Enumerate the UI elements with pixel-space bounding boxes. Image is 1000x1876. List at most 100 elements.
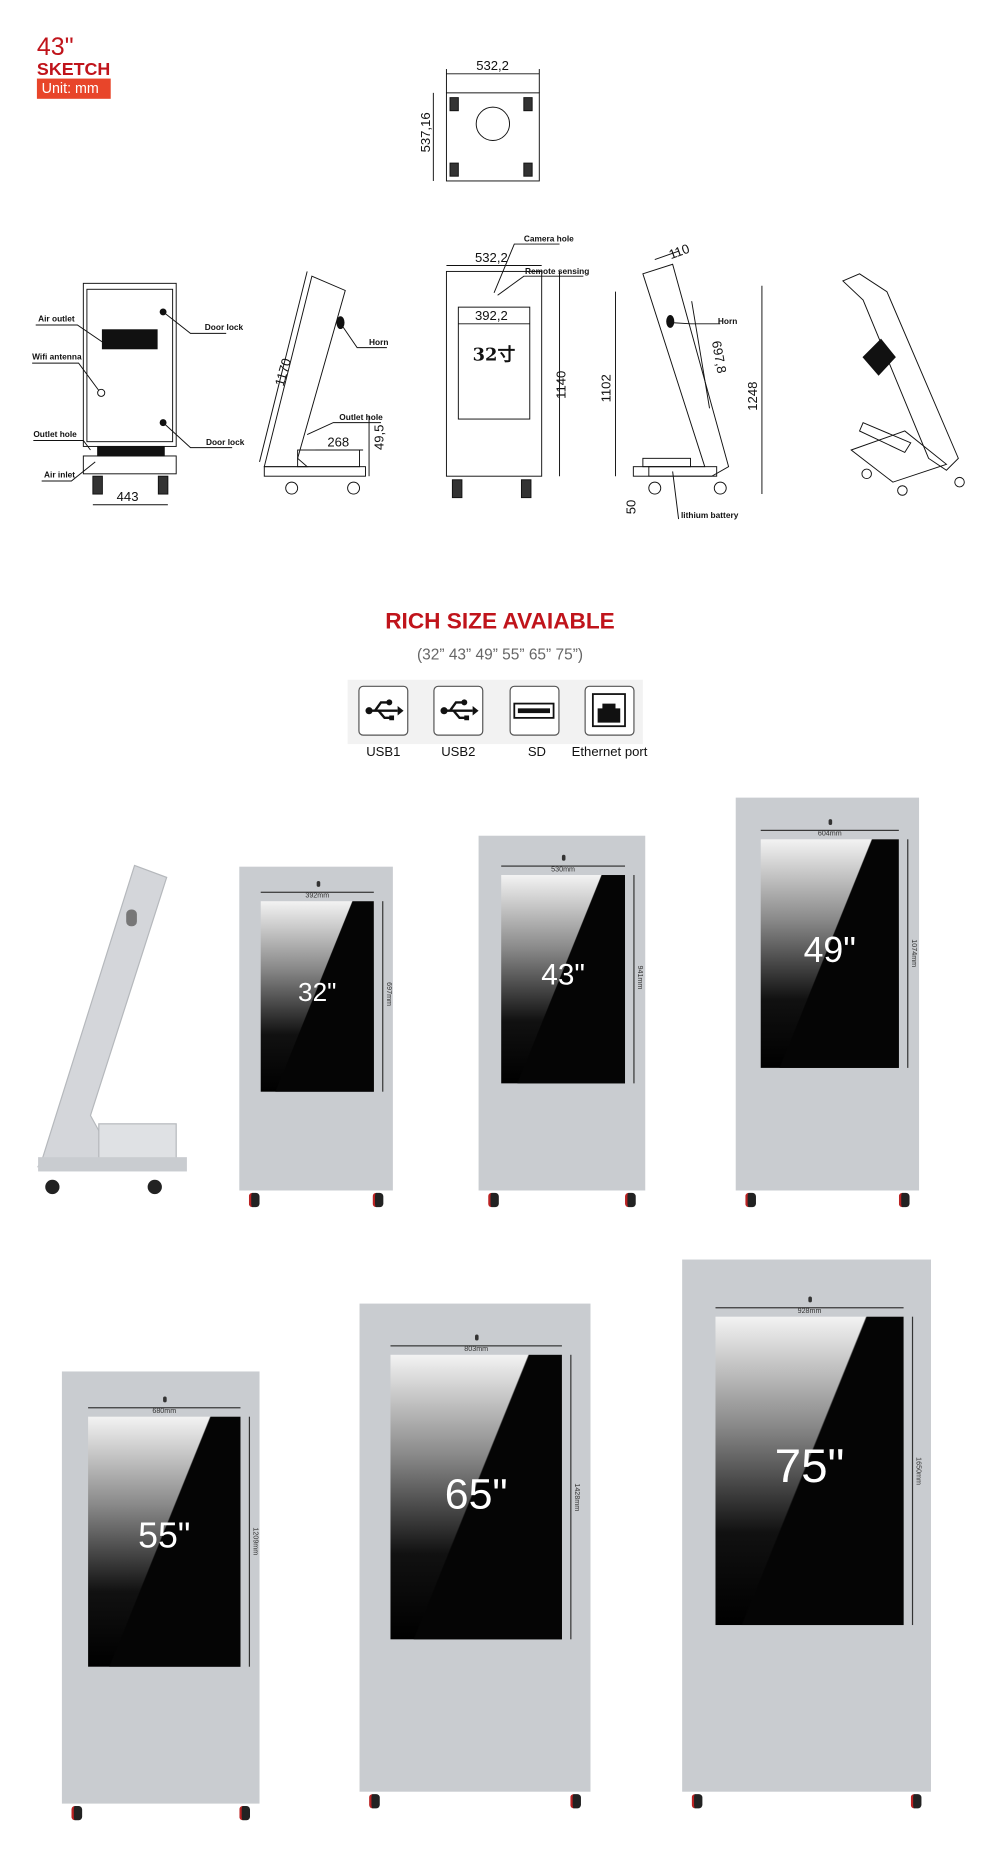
- sizes-heading: RICH SIZE AVAIABLE: [385, 609, 615, 635]
- screen: 32": [260, 901, 374, 1092]
- kiosk-4: 803mm 65" 1428mm: [359, 1303, 591, 1792]
- unit-badge: Unit: mm: [36, 78, 111, 99]
- screen-width-dim: 392,2: [475, 308, 508, 323]
- wheel-icon: [372, 1192, 384, 1208]
- side2-depth-dim: 110: [667, 241, 692, 262]
- port-label: Ethernet port: [571, 745, 648, 760]
- wheel-icon: [570, 1794, 581, 1809]
- wheel-icon: [248, 1192, 260, 1208]
- width-dimension-label: 604mm: [817, 830, 842, 839]
- kiosk-5: 928mm 75" 1650mm: [682, 1259, 931, 1792]
- port-label: USB1: [366, 745, 401, 760]
- screen-label: 32寸: [473, 344, 516, 366]
- height-dimension-label: 1209mm: [251, 1527, 259, 1556]
- top-view-drawing: 532,2 537,16: [418, 58, 540, 182]
- height-dimension-label: 1428mm: [572, 1482, 580, 1511]
- label-wifi-antenna: Wifi antenna: [32, 352, 82, 362]
- label-remote-sensing: Remote sensing: [525, 266, 589, 276]
- width-dimension-line: [88, 1407, 241, 1409]
- camera-icon: [808, 1296, 812, 1303]
- side-base-height-dim: 49,5: [371, 425, 386, 450]
- ethernet-icon: [584, 685, 635, 736]
- top-depth-dim: 537,16: [418, 112, 433, 152]
- wheel-icon: [625, 1192, 636, 1208]
- label-door-lock: Door lock: [206, 437, 245, 447]
- label-door-lock: Door lock: [205, 322, 244, 332]
- screen-size-label: 49": [803, 930, 856, 971]
- side2-height-dim: 1102: [599, 374, 614, 402]
- side-view-2-drawing: 110 697,8 1102 1248 50 Horn lithium batt…: [599, 241, 763, 520]
- height-dimension-line: [382, 901, 384, 1092]
- kiosk-0: 392mm 32" 697mm: [239, 866, 393, 1191]
- label-air-inlet: Air inlet: [44, 469, 75, 479]
- kiosk-1: 530mm 43" 941mm: [478, 835, 646, 1191]
- width-dimension-label: 530mm: [551, 866, 576, 874]
- height-dimension-line: [248, 1416, 251, 1667]
- height-dimension-label: 1074mm: [909, 939, 917, 968]
- side2-total-height-dim: 1248: [745, 382, 760, 411]
- model-size: 43": [36, 33, 74, 61]
- rear-base-dim: 443: [117, 489, 139, 504]
- front-view-drawing: 532,2 392,2 32寸 1140 Camera hole Remote …: [445, 234, 589, 499]
- height-dimension-label: 697mm: [384, 982, 392, 1006]
- screen-size-label: 43": [541, 958, 585, 992]
- label-horn: Horn: [369, 337, 388, 347]
- height-dimension-label: 941mm: [635, 964, 643, 989]
- camera-icon: [561, 854, 566, 861]
- wheel-icon: [898, 1192, 910, 1208]
- screen-size-label: 75": [774, 1440, 845, 1493]
- camera-icon: [316, 880, 320, 887]
- kiosk-2: 604mm 49" 1074mm: [735, 797, 920, 1191]
- wheel-icon: [691, 1794, 703, 1809]
- camera-icon: [475, 1334, 479, 1341]
- side-view-drawing: 1170 268 49,5 Horn Outlet hole: [259, 271, 388, 495]
- width-dimension-label: 392mm: [305, 892, 330, 901]
- usb-icon: [433, 685, 484, 736]
- port-label: SD: [527, 745, 547, 760]
- screen-size-label: 65": [444, 1468, 508, 1518]
- label-air-outlet: Air outlet: [38, 313, 75, 323]
- side-base-dim: 268: [327, 434, 349, 449]
- screen-size-label: 55": [138, 1516, 191, 1556]
- label-camera-hole: Camera hole: [524, 234, 574, 244]
- height-dimension-line: [911, 1316, 914, 1626]
- wheel-icon: [369, 1794, 380, 1809]
- ports-panel: [347, 679, 643, 745]
- front-height-dim: 1140: [553, 371, 568, 399]
- screen: 65": [390, 1354, 562, 1640]
- width-dimension-line: [715, 1307, 904, 1309]
- label-outlet-hole: Outlet hole: [33, 429, 77, 439]
- kiosk-3: 680mm 55" 1209mm: [61, 1371, 260, 1804]
- wheel-icon: [239, 1805, 251, 1821]
- isometric-view-drawing: [842, 273, 965, 496]
- side2-base-dim: 50: [624, 500, 639, 515]
- width-dimension-label: 680mm: [152, 1408, 177, 1416]
- width-dimension-label: 803mm: [464, 1346, 489, 1354]
- label-lithium-battery: lithium battery: [681, 510, 739, 520]
- height-dimension-label: 1650mm: [914, 1456, 922, 1485]
- sd-slot-icon: [509, 685, 560, 736]
- screen-size-label: 32": [298, 977, 337, 1008]
- screen: 49": [760, 839, 899, 1068]
- width-dimension-line: [390, 1345, 562, 1347]
- wheel-icon: [71, 1805, 83, 1821]
- height-dimension-line: [570, 1354, 572, 1640]
- side2-screen-height-dim: 697,8: [709, 340, 729, 375]
- width-dimension-line: [260, 891, 374, 893]
- kiosk-side-photo: [37, 864, 187, 1195]
- camera-icon: [828, 819, 833, 826]
- height-dimension-line: [907, 839, 909, 1068]
- screen: 55": [88, 1416, 241, 1667]
- height-dimension-line: [633, 875, 635, 1084]
- wheel-icon: [910, 1794, 922, 1809]
- technical-drawings: 532,2 537,16 443 Air outlet Wifi antenna…: [32, 58, 965, 520]
- width-dimension-line: [501, 865, 626, 867]
- side-length-dim: 1170: [272, 357, 294, 388]
- label-outlet-hole: Outlet hole: [339, 412, 383, 422]
- camera-icon: [163, 1396, 167, 1403]
- sketch-title: SKETCH: [36, 59, 111, 80]
- usb-icon: [358, 685, 409, 736]
- screen: 43": [501, 875, 626, 1084]
- width-dimension-line: [760, 829, 899, 831]
